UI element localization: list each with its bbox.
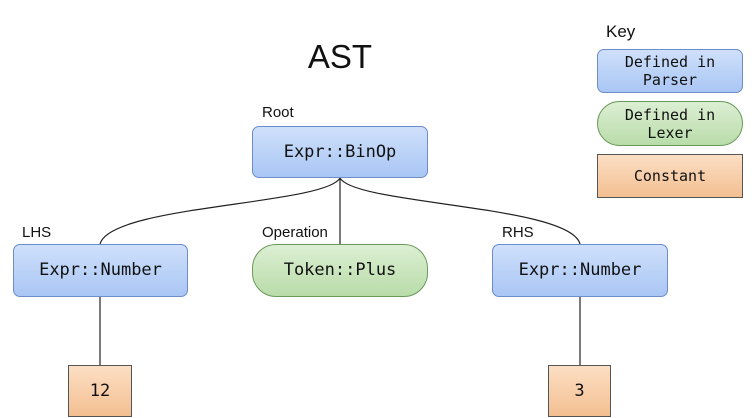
rhs-node: Expr::Number — [492, 244, 668, 297]
root-node: Expr::BinOp — [252, 126, 428, 178]
edge-root-rhs — [339, 177, 581, 245]
diagram-title: AST — [307, 38, 373, 75]
key-lexer-swatch: Defined in Lexer — [597, 101, 743, 146]
lhs-constant-node: 12 — [68, 365, 132, 417]
key-title: Key — [606, 22, 636, 41]
lhs-node: Expr::Number — [13, 244, 188, 297]
key-constant-swatch: Constant — [597, 154, 743, 198]
operation-label: Operation — [262, 224, 328, 241]
lhs-label: LHS — [22, 224, 52, 241]
edge-root-lhs — [99, 177, 341, 245]
root-label: Root — [262, 104, 294, 121]
rhs-constant-node: 3 — [548, 365, 611, 417]
operation-node: Token::Plus — [252, 244, 428, 297]
rhs-label: RHS — [502, 224, 534, 241]
key-parser-swatch: Defined in Parser — [597, 49, 743, 93]
